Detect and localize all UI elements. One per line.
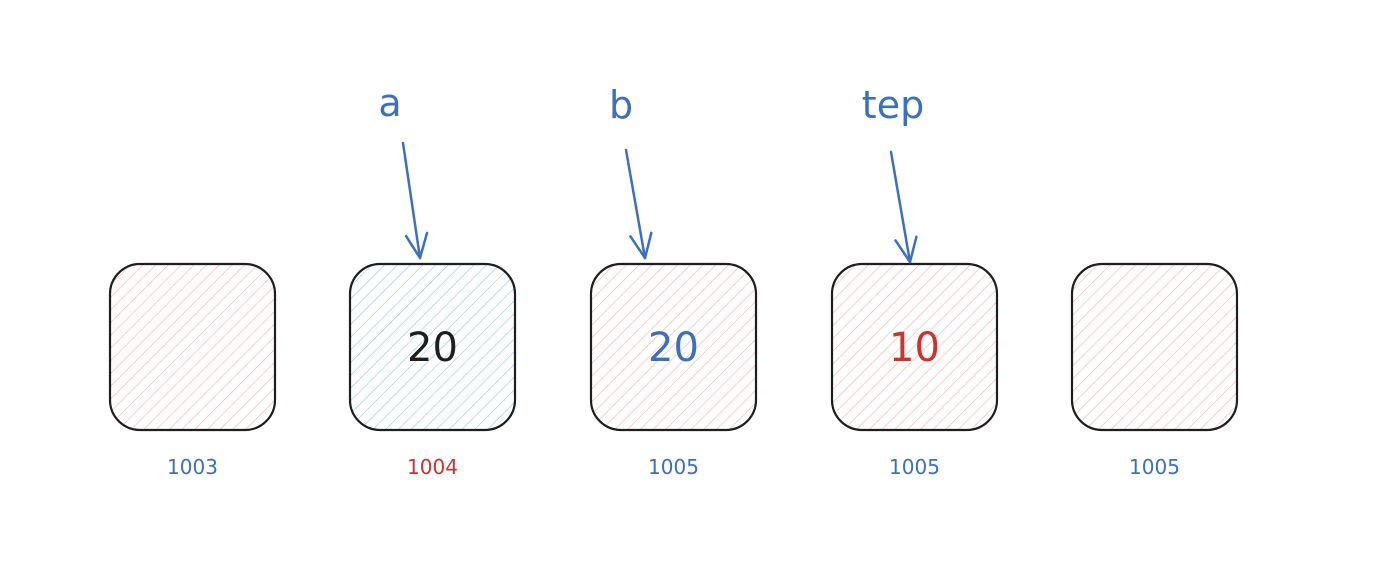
memory-cell: 20 1004 [348,262,517,479]
memory-cell: 1005 [1070,262,1239,479]
memory-address-label: 1005 [889,455,940,479]
pointer-label: a [378,81,401,125]
memory-address-label: 1005 [648,455,699,479]
memory-cell-box [1070,262,1239,432]
pointer-arrow-shaft [889,150,912,264]
memory-cell-box [830,262,999,432]
memory-cell: 20 1005 [589,262,758,479]
memory-address-label: 1004 [407,455,458,479]
memory-cell: 10 1005 [830,262,999,479]
pointer-tep: tep [862,83,924,264]
pointer-arrow-shaft [401,141,422,260]
pointer-a: a [378,81,429,260]
memory-cell-value: 20 [407,325,458,371]
pointer-b: b [609,83,653,260]
memory-cell-value: 20 [648,325,699,371]
memory-cell-box [108,262,277,432]
memory-address-label: 1003 [167,455,218,479]
pointer-arrow-shaft [624,148,647,260]
memory-cell-box [589,262,758,432]
memory-address-label: 1005 [1129,455,1180,479]
pointer-label: b [609,83,633,127]
memory-cell-value: 10 [889,325,940,371]
memory-cell: 1003 [108,262,277,479]
arrow-head-icon [404,231,429,260]
pointer-label: tep [862,83,924,127]
memory-cell-box [348,262,517,432]
arrow-head-icon [629,231,653,260]
arrow-head-icon [894,235,918,264]
